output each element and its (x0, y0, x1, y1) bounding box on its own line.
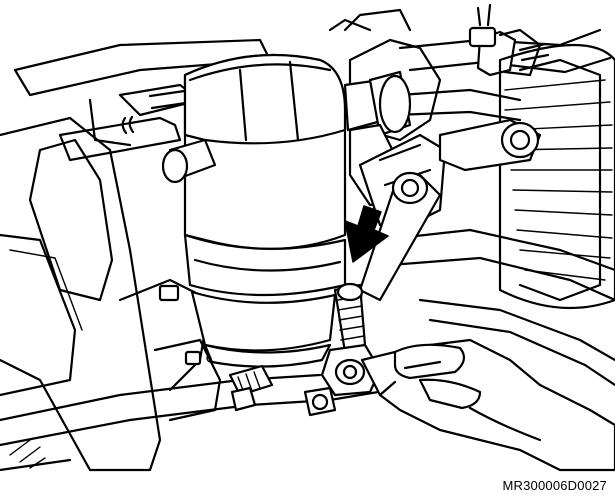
technician-hand (360, 338, 615, 472)
cooling-fan (498, 43, 615, 310)
indicator-arrow-down (344, 205, 389, 263)
electrical-connector (228, 364, 274, 412)
nut-fitting (303, 343, 382, 417)
ac-pipes (58, 3, 612, 162)
figure-code: MR300006D0027 (502, 478, 607, 493)
receiver-dryer (161, 53, 347, 368)
hatching (9, 439, 46, 469)
linkage-rod (333, 118, 542, 354)
